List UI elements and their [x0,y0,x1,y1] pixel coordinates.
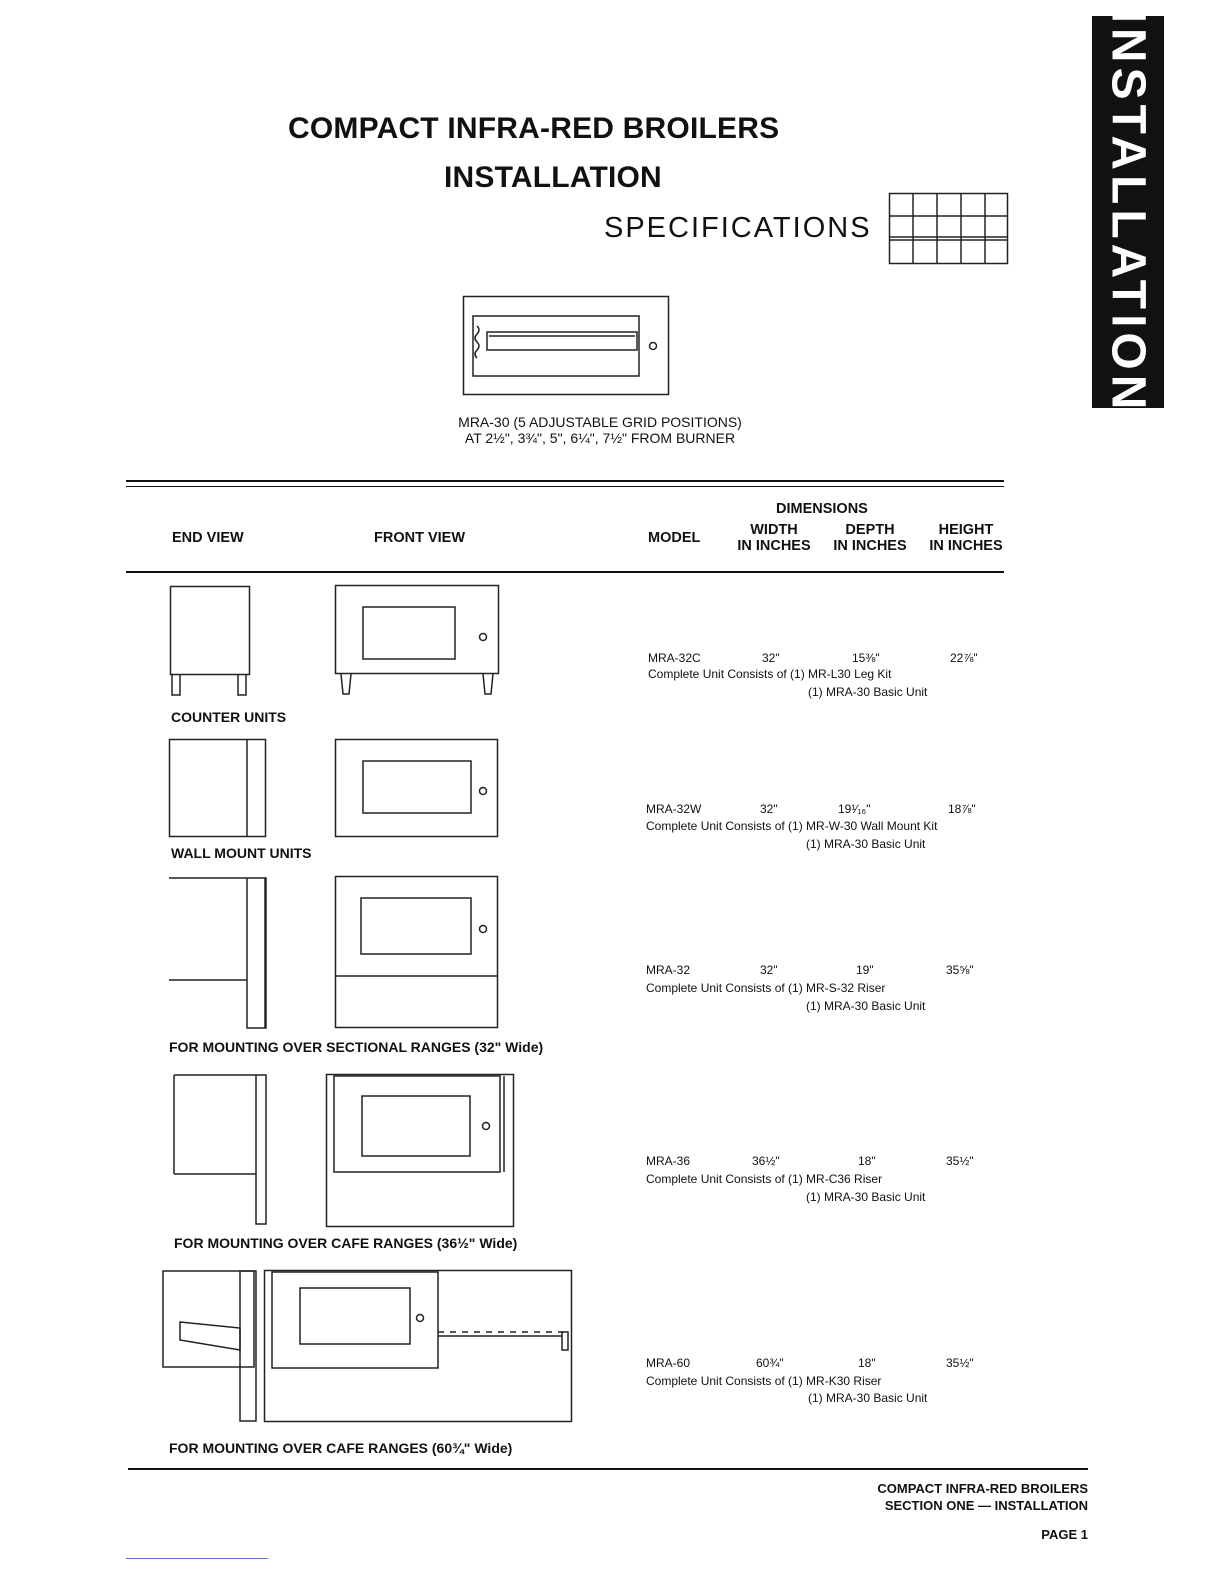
row1-model: MRA-32C [648,651,701,665]
sectional-end-view [169,877,267,1029]
row2-height: 18⅞" [948,802,976,816]
row3-height: 35⅝" [946,963,974,977]
wall-mount-end-view [168,738,267,838]
footer-line1: COMPACT INFRA-RED BROILERS [877,1481,1088,1496]
page-subtitle: SPECIFICATIONS [604,212,872,244]
row1-width: 32" [762,651,780,665]
table-top-rule [126,480,1004,482]
header-depth-label: DEPTH [845,522,895,538]
row2-consists-1: Complete Unit Consists of (1) MR-W-30 Wa… [646,819,938,833]
counter-unit-front-view [334,584,500,695]
row2-model: MRA-32W [646,802,702,816]
row5-model: MRA-60 [646,1356,691,1370]
row3-consists-1: Complete Unit Consists of (1) MR-S-32 Ri… [646,981,886,995]
page-number: PAGE 1 [1041,1527,1088,1542]
row3-label: FOR MOUNTING OVER SECTIONAL RANGES (32" … [169,1039,544,1055]
row1-label: COUNTER UNITS [171,709,287,725]
wall-mount-front-view [334,738,499,838]
row1-consists-1: Complete Unit Consists of (1) MR-L30 Leg… [648,667,892,681]
row4-height: 35½" [946,1154,974,1168]
row5-height: 35½" [946,1356,974,1370]
cafe36-front-view [325,1073,515,1228]
row3-model: MRA-32 [646,963,691,977]
row2-label: WALL MOUNT UNITS [171,845,312,861]
mra30-grid-diagram [462,295,670,396]
footer-line2: SECTION ONE — INSTALLATION [884,1498,1088,1513]
cafe60-end-view [162,1270,257,1422]
header-width-label: WIDTH [750,522,798,538]
row4-label: FOR MOUNTING OVER CAFE RANGES (36½" Wide… [174,1235,518,1251]
row3-consists-2: (1) MRA-30 Basic Unit [806,999,926,1013]
grid-caption: MRA-30 (5 ADJUSTABLE GRID POSITIONS) AT … [360,414,840,446]
installation-side-tab: INSTALLATION [1092,10,1164,414]
page-title-line1: COMPACT INFRA-RED BROILERS [288,112,780,145]
row2-width: 32" [760,802,778,816]
row5-width: 60¾" [756,1356,784,1370]
row2-consists-2: (1) MRA-30 Basic Unit [806,837,926,851]
header-depth: DEPTH IN INCHES [828,522,912,554]
header-height-unit: IN INCHES [929,538,1003,554]
table-header-rule [126,571,1004,573]
row4-consists-1: Complete Unit Consists of (1) MR-C36 Ris… [646,1172,883,1186]
grid-caption-line1: MRA-30 (5 ADJUSTABLE GRID POSITIONS) [458,414,742,430]
row2-depth: 19¹⁄₁₆" [838,802,871,816]
counter-unit-end-view [169,585,251,696]
specifications-grid-icon [888,192,1009,265]
grid-caption-line2: AT 2½", 3¾", 5", 6¼", 7½" FROM BURNER [464,430,736,446]
sectional-front-view [334,875,499,1029]
row4-depth: 18" [858,1154,876,1168]
header-front-view: FRONT VIEW [374,530,466,546]
row5-label: FOR MOUNTING OVER CAFE RANGES (60¾" Wide… [169,1440,513,1456]
header-model: MODEL [648,530,701,546]
header-height-label: HEIGHT [938,522,994,538]
cafe60-front-view [263,1269,573,1423]
row1-consists-2: (1) MRA-30 Basic Unit [808,685,928,699]
header-height: HEIGHT IN INCHES [924,522,1008,554]
footer-rule [128,1468,1088,1470]
header-depth-unit: IN INCHES [833,538,907,554]
header-dimensions: DIMENSIONS [776,501,868,517]
row1-depth: 15⅜" [852,651,880,665]
row1-height: 22⅞" [950,651,978,665]
bottom-left-line [126,1558,268,1559]
row5-depth: 18" [858,1356,876,1370]
row4-width: 36½" [752,1154,780,1168]
cafe36-end-view [173,1074,267,1225]
row4-consists-2: (1) MRA-30 Basic Unit [806,1190,926,1204]
row4-model: MRA-36 [646,1154,691,1168]
header-width: WIDTH IN INCHES [732,522,816,554]
page-title-line2: INSTALLATION [444,161,662,194]
side-tab-label: INSTALLATION [1101,9,1155,415]
header-width-unit: IN INCHES [737,538,811,554]
header-end-view: END VIEW [172,530,244,546]
table-top-rule-thin [126,486,1004,487]
row3-width: 32" [760,963,778,977]
row3-depth: 19" [856,963,874,977]
row5-consists-2: (1) MRA-30 Basic Unit [808,1391,928,1405]
row5-consists-1: Complete Unit Consists of (1) MR-K30 Ris… [646,1374,882,1388]
